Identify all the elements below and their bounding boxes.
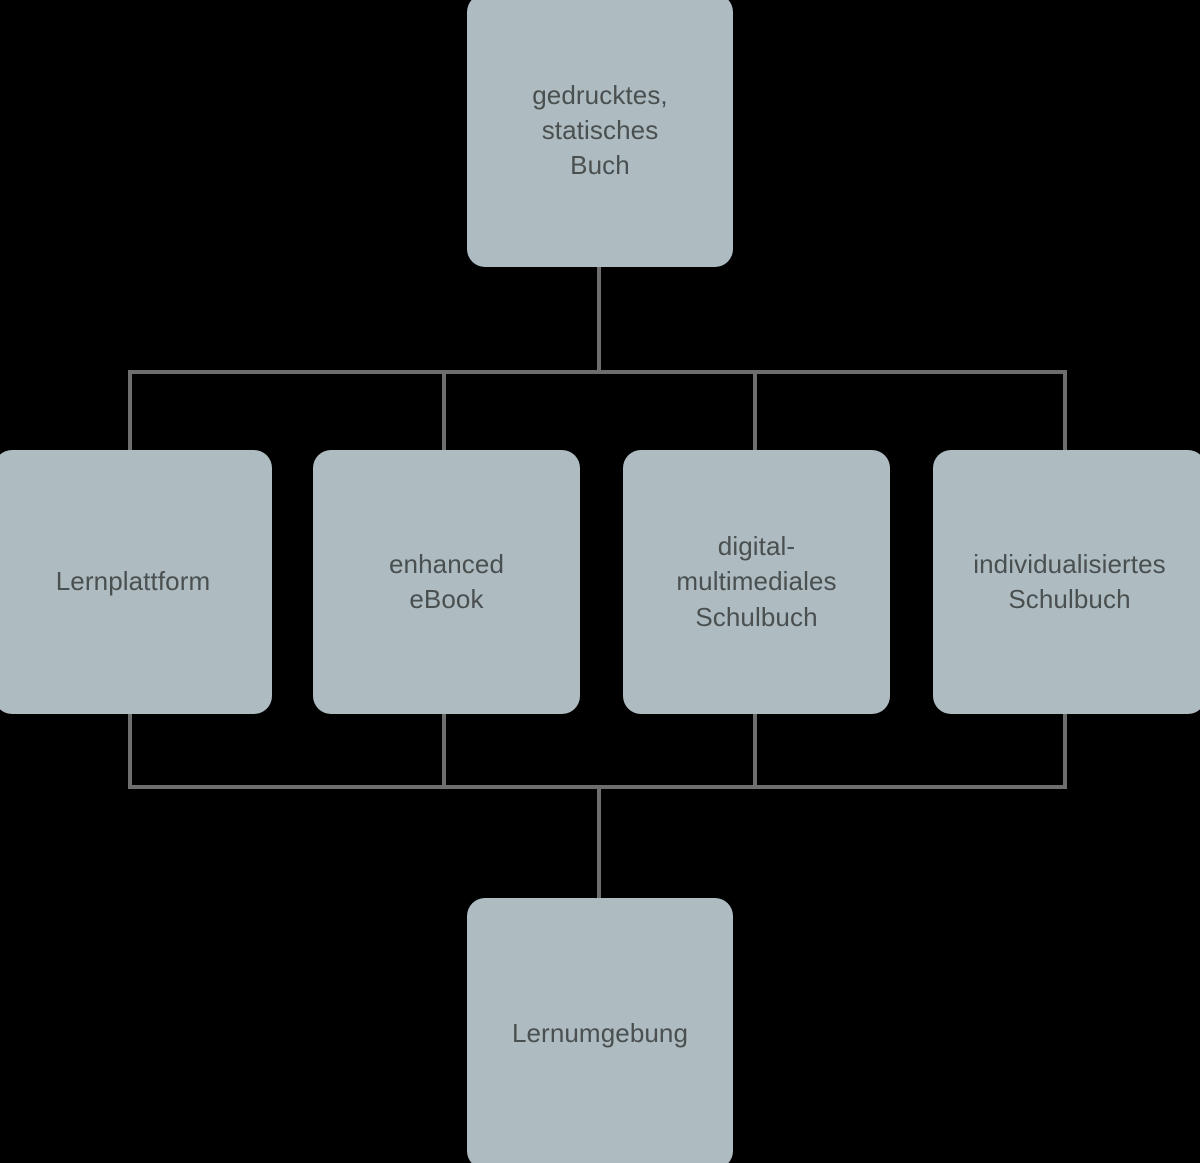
- node-digital-multimediales-schulbuch[interactable]: digital- multimediales Schulbuch: [623, 450, 890, 714]
- node-label: digital- multimediales Schulbuch: [676, 531, 837, 632]
- connector-drop-individualisiertes-schulbuch: [1063, 370, 1067, 454]
- node-gedrucktes-statisches-buch[interactable]: gedrucktes, statisches Buch: [467, 0, 733, 267]
- connector-drop-enhanced-ebook: [442, 370, 446, 454]
- connector-rise-digital-multimediales-schulbuch: [753, 712, 757, 789]
- connector-leaf-stem: [597, 785, 601, 902]
- connector-drop-digital-multimediales-schulbuch: [753, 370, 757, 454]
- connector-top-bus: [128, 370, 1067, 374]
- node-enhanced-ebook[interactable]: enhanced eBook: [313, 450, 580, 714]
- connector-rise-lernplattform: [128, 712, 132, 789]
- connector-rise-individualisiertes-schulbuch: [1063, 712, 1067, 789]
- node-lernumgebung[interactable]: Lernumgebung: [467, 898, 733, 1163]
- node-label: gedrucktes, statisches Buch: [532, 79, 668, 181]
- node-individualisiertes-schulbuch[interactable]: individualisiertes Schulbuch: [933, 450, 1200, 714]
- connector-drop-lernplattform: [128, 370, 132, 454]
- node-label: enhanced eBook: [388, 548, 505, 614]
- node-lernplattform[interactable]: Lernplattform: [0, 450, 272, 714]
- node-label: individualisiertes Schulbuch: [973, 548, 1166, 614]
- connector-root-stem: [597, 267, 601, 374]
- node-label: Lernumgebung: [511, 1017, 689, 1048]
- connector-rise-enhanced-ebook: [442, 712, 446, 789]
- node-label: Lernplattform: [55, 566, 211, 597]
